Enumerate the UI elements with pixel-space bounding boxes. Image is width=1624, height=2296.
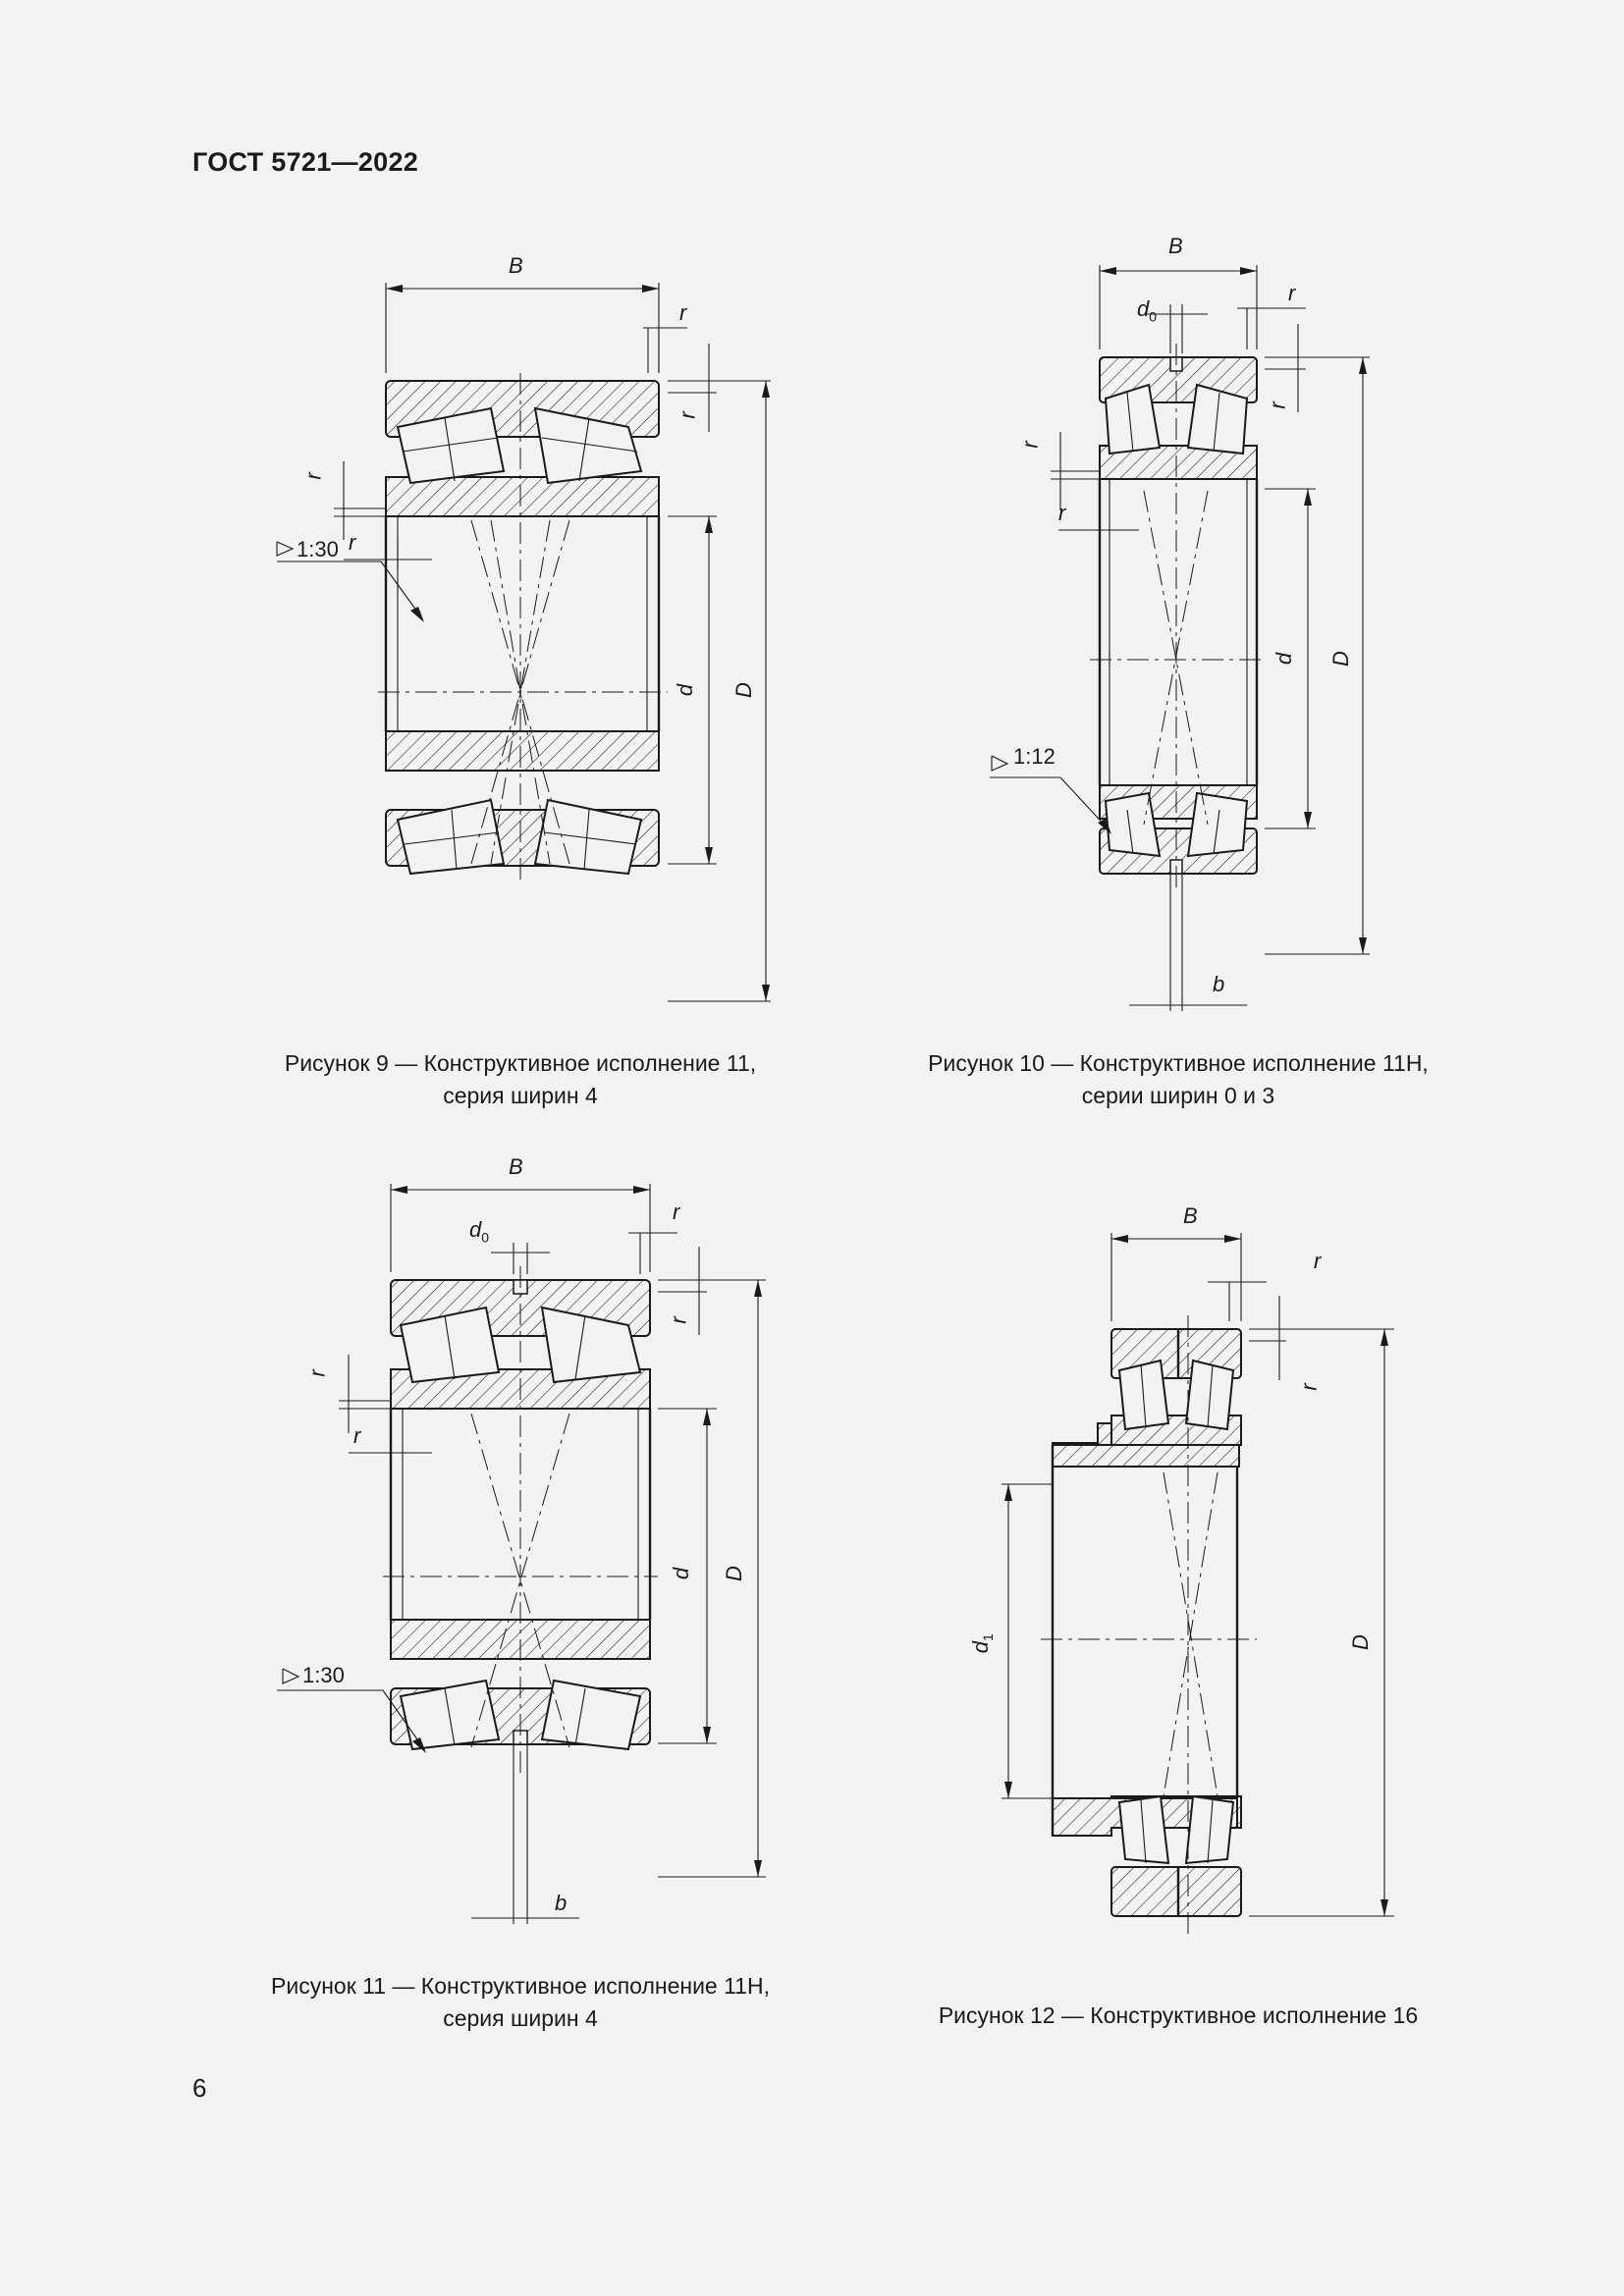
caption-line-1: Рисунок 9 — Конструктивное исполнение 11… — [284, 1050, 757, 1076]
taper-ratio: 1:12 — [1013, 744, 1056, 769]
dim-r: r — [1265, 401, 1290, 409]
dim-d0: d0 — [1137, 296, 1158, 325]
figure-9-caption: Рисунок 9 — Конструктивное исполнение 11… — [226, 1047, 815, 1112]
dim-r: r — [349, 530, 356, 555]
dim-B: B — [1183, 1203, 1198, 1228]
dim-b: b — [1213, 972, 1225, 996]
figure-11: B d0 r r r r d D b 1:30 — [255, 1148, 805, 1934]
dim-r: r — [1058, 501, 1066, 525]
taper-ratio: 1:30 — [302, 1663, 345, 1687]
dim-r: r — [1314, 1249, 1322, 1273]
dim-r: r — [673, 1200, 680, 1224]
figure-9: B r r r r d D 1:30 — [255, 245, 805, 1031]
taper-ratio: 1:30 — [297, 537, 339, 561]
dim-d: d — [673, 683, 698, 697]
figure-10-caption: Рисунок 10 — Конструктивное исполнение 1… — [884, 1047, 1473, 1112]
caption-line-2: серия ширин 4 — [443, 2005, 598, 2031]
dim-r: r — [304, 1369, 330, 1377]
figure-12-drawing — [1001, 1233, 1394, 1934]
dim-r: r — [300, 472, 326, 480]
caption-line-1: Рисунок 11 — Конструктивное исполнение 1… — [271, 1973, 770, 1999]
caption-line-1: Рисунок 10 — Конструктивное исполнение 1… — [928, 1050, 1429, 1076]
caption-line-2: серии ширин 0 и 3 — [1081, 1083, 1275, 1108]
dim-r: r — [1288, 281, 1296, 305]
dim-r: r — [1017, 441, 1043, 449]
caption-line-1: Рисунок 12 — Конструктивное исполнение 1… — [938, 2002, 1419, 2028]
figure-10-drawing — [990, 265, 1370, 1011]
page-number: 6 — [192, 2073, 207, 2103]
dim-d: d — [669, 1567, 694, 1580]
dim-b: b — [555, 1891, 568, 1915]
dim-d0: d0 — [469, 1217, 490, 1246]
dim-B: B — [509, 253, 523, 278]
dim-d: d — [1272, 652, 1297, 666]
dim-r: r — [679, 300, 687, 325]
dim-D: D — [731, 682, 756, 698]
dim-d1: d1 — [967, 1633, 997, 1654]
figure-12: B r r D d1 — [943, 1188, 1434, 1973]
dim-D: D — [1347, 1634, 1373, 1650]
document-header: ГОСТ 5721—2022 — [192, 147, 419, 177]
dim-D: D — [1327, 651, 1353, 667]
dim-r: r — [1296, 1383, 1322, 1391]
figure-11-caption: Рисунок 11 — Конструктивное исполнение 1… — [226, 1970, 815, 2035]
dim-B: B — [509, 1154, 523, 1179]
dim-r: r — [353, 1423, 361, 1448]
figure-10: B d0 r r r r d D b 1:12 — [990, 234, 1424, 1021]
figure-9-drawing — [276, 283, 771, 1002]
dim-r: r — [675, 411, 700, 419]
figure-11-drawing — [277, 1184, 766, 1924]
dim-D: D — [721, 1566, 746, 1581]
dim-B: B — [1168, 234, 1183, 258]
dim-r: r — [666, 1316, 691, 1324]
figure-12-caption: Рисунок 12 — Конструктивное исполнение 1… — [884, 2000, 1473, 2032]
caption-line-2: серия ширин 4 — [443, 1083, 598, 1108]
